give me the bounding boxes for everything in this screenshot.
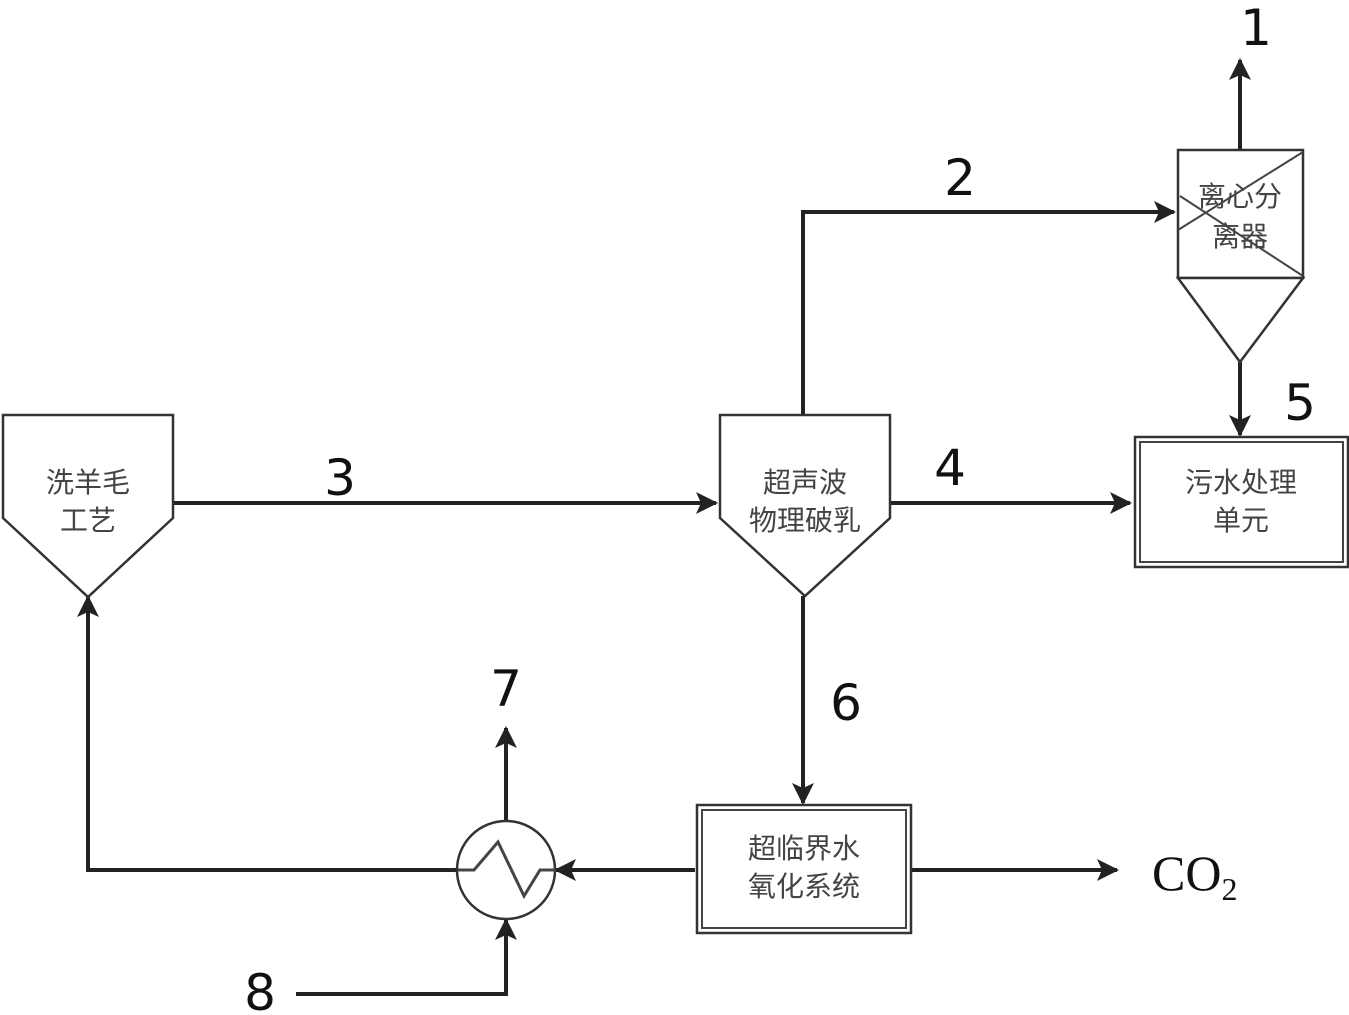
co2-subscript: 2 <box>1221 871 1237 907</box>
wool-washing-unit <box>1 413 175 599</box>
co2-output-label: CO2 <box>1152 845 1237 907</box>
stream-label-2: 2 <box>944 149 976 207</box>
scwo-label-line2: 氧化系统 <box>748 870 860 903</box>
stream-label-4: 4 <box>934 439 966 497</box>
wastewater-treatment-inner-border <box>1139 441 1344 563</box>
wastewater-treatment-unit <box>1133 435 1349 569</box>
separator-label-line2: 离器 <box>1212 220 1268 253</box>
wool-washing-label-line1: 洗羊毛 <box>46 466 130 499</box>
heat-exchanger <box>455 819 557 921</box>
wastewater-label-line2: 单元 <box>1213 504 1269 537</box>
ultrasonic-label-line2: 物理破乳 <box>749 504 861 537</box>
stream-label-8: 8 <box>244 964 276 1015</box>
stream-label-3: 3 <box>324 449 356 507</box>
stream-label-6: 6 <box>830 674 862 732</box>
stream-8-line <box>296 918 517 996</box>
scwo-label-line1: 超临界水 <box>748 832 860 865</box>
stream-label-1: 1 <box>1240 0 1272 57</box>
wool-washing-label-line2: 工艺 <box>60 504 116 537</box>
co2-main: CO <box>1152 845 1221 901</box>
separator-label-line1: 离心分 <box>1198 180 1282 213</box>
stream-label-5: 5 <box>1284 374 1316 432</box>
stream-2-line <box>801 201 1176 415</box>
ultrasonic-demulsification-unit <box>718 413 892 598</box>
scwo-system-inner-border <box>701 809 907 929</box>
wastewater-label-line1: 污水处理 <box>1185 466 1297 499</box>
scwo-system-unit <box>695 803 913 935</box>
recycle-line <box>77 595 458 872</box>
stream-label-7: 7 <box>490 660 522 718</box>
centrifugal-separator-unit <box>1175 148 1306 365</box>
ultrasonic-label-line1: 超声波 <box>763 466 847 499</box>
